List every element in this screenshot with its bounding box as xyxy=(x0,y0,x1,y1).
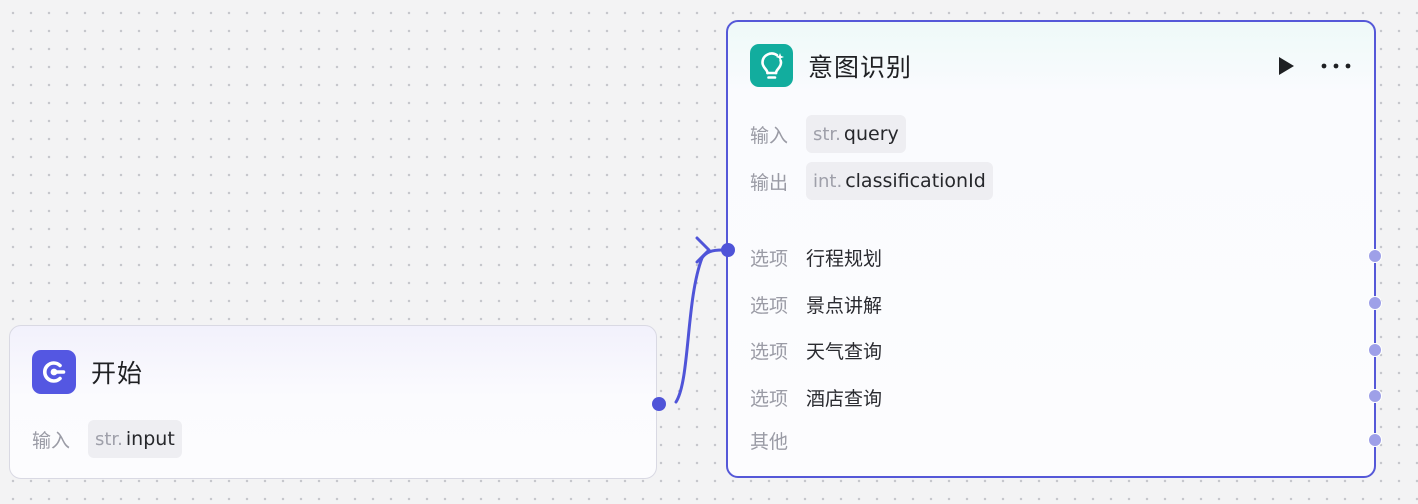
start-input-chip[interactable]: str. input xyxy=(88,420,182,458)
intent-node-header: 意图识别 xyxy=(750,44,912,87)
start-input-row: 输入 str. input xyxy=(32,420,182,458)
option-row: 选项 景点讲解 xyxy=(750,285,882,323)
option-other-label: 其他 xyxy=(750,430,789,453)
option-output-handle[interactable] xyxy=(1368,249,1382,263)
edge-arrow-icon xyxy=(695,236,711,264)
start-node-title: 开始 xyxy=(91,359,144,388)
start-output-handle[interactable] xyxy=(652,397,666,411)
intent-output-type: int. xyxy=(813,170,843,192)
intent-output-chip[interactable]: int. classificationId xyxy=(806,162,993,200)
more-icon[interactable] xyxy=(1320,54,1352,78)
play-icon[interactable] xyxy=(1274,54,1298,78)
start-icon xyxy=(32,350,76,394)
option-value: 天气查询 xyxy=(806,340,883,363)
start-node[interactable]: 开始 输入 str. input xyxy=(9,325,657,479)
option-output-handle[interactable] xyxy=(1368,343,1382,357)
intent-output-label: 输出 xyxy=(750,171,789,194)
option-value: 景点讲解 xyxy=(806,294,883,317)
intent-output-row: 输出 int. classificationId xyxy=(750,162,993,200)
intent-node-actions xyxy=(1274,54,1352,78)
other-output-handle[interactable] xyxy=(1368,433,1382,447)
option-label: 选项 xyxy=(750,247,789,270)
intent-node-title: 意图识别 xyxy=(808,52,913,82)
option-row: 选项 酒店查询 xyxy=(750,378,882,416)
start-input-label: 输入 xyxy=(32,429,71,452)
intent-input-row: 输入 str. query xyxy=(750,115,906,153)
start-input-type: str. xyxy=(95,428,123,450)
intent-input-type: str. xyxy=(813,123,841,145)
intent-input-handle[interactable] xyxy=(721,243,735,257)
option-output-handle[interactable] xyxy=(1368,296,1382,310)
option-value: 酒店查询 xyxy=(806,387,883,410)
option-label: 选项 xyxy=(750,387,789,410)
start-input-name: input xyxy=(125,428,175,450)
intent-output-name: classificationId xyxy=(845,170,986,192)
intent-input-label: 输入 xyxy=(750,124,789,147)
option-label: 选项 xyxy=(750,294,789,317)
lightbulb-icon xyxy=(750,44,793,87)
option-row: 选项 行程规划 xyxy=(750,238,882,276)
start-node-header: 开始 xyxy=(32,350,143,394)
option-value: 行程规划 xyxy=(806,247,883,270)
option-label: 选项 xyxy=(750,340,789,363)
intent-input-chip[interactable]: str. query xyxy=(806,115,906,153)
option-row: 选项 天气查询 xyxy=(750,331,882,369)
option-output-handle[interactable] xyxy=(1368,389,1382,403)
option-other-row: 其他 xyxy=(750,421,806,459)
intent-input-name: query xyxy=(843,123,899,145)
intent-node[interactable]: 意图识别 输入 str. query 输出 int. classificatio… xyxy=(726,20,1376,478)
